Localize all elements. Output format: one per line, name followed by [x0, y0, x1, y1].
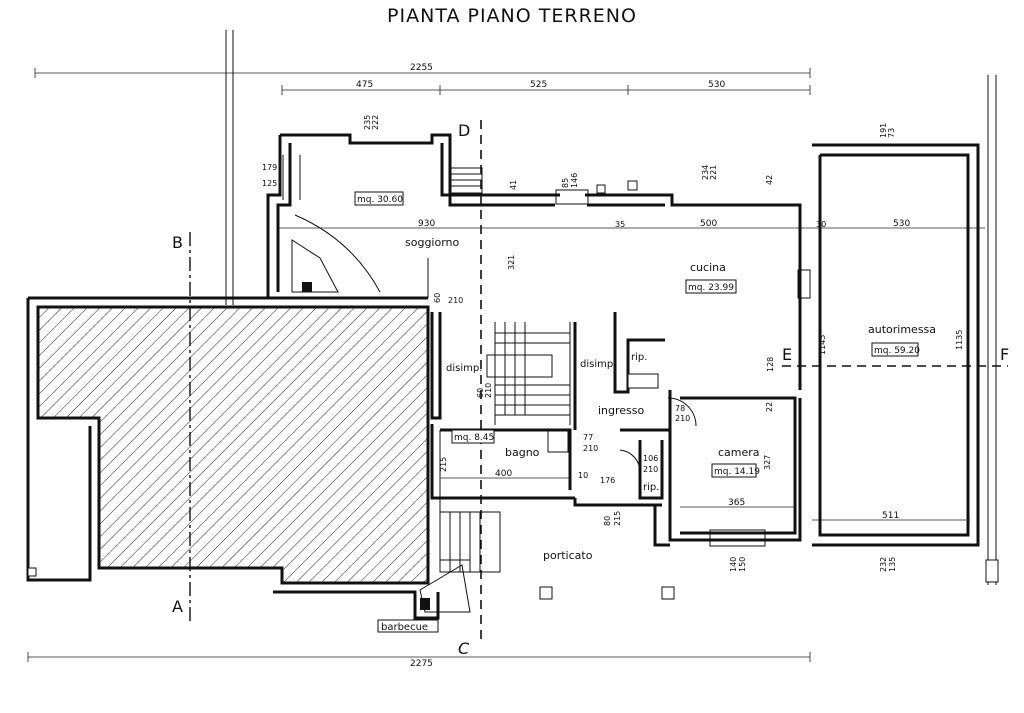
dim-530: 530	[893, 219, 910, 229]
room-camera: camera	[718, 446, 760, 459]
dim-seg-2: 525	[530, 80, 547, 90]
plan-title: PIANTA PIANO TERRENO	[387, 5, 637, 27]
ann-35: 35	[615, 220, 625, 229]
ann-235: 235	[363, 115, 372, 130]
ann-125: 125	[262, 179, 277, 188]
ann-77: 77	[583, 433, 593, 442]
ann-146: 146	[570, 173, 579, 188]
area-soggiorno: mq. 30.60	[357, 195, 403, 205]
ann-176: 176	[600, 476, 615, 485]
ann-30: 30	[816, 220, 826, 229]
room-labels: mq. 30.60 soggiorno cucina mq. 23.99 aut…	[354, 191, 936, 633]
exterior-walls	[266, 133, 980, 547]
ann-78: 78	[675, 404, 685, 413]
ann-215: 215	[439, 457, 448, 472]
ann-10: 10	[578, 471, 588, 480]
ann-41: 41	[509, 180, 518, 190]
ann-321: 321	[507, 255, 516, 270]
dim-overall-bottom: 2275	[410, 659, 433, 669]
room-soggiorno: soggiorno	[405, 236, 460, 249]
ann-42: 42	[765, 175, 774, 185]
ann-80: 80	[603, 516, 612, 526]
section-label-e: E	[782, 345, 792, 364]
area-autorimessa: mq. 59.20	[874, 346, 920, 356]
area-bagno: mq. 8.45	[454, 433, 494, 443]
ann-210d: 210	[643, 465, 658, 474]
ann-215b: 215	[613, 511, 622, 526]
ann-234: 234	[701, 165, 710, 180]
ann-1145: 1145	[818, 335, 827, 355]
ann-210c: 210	[583, 444, 598, 453]
dimension-bottom: 2275	[27, 652, 811, 669]
room-bagno: bagno	[505, 446, 540, 459]
ann-179: 179	[262, 163, 277, 172]
ann-73: 73	[887, 128, 896, 138]
label-barbecue: barbecue	[381, 622, 428, 633]
dim-930: 930	[418, 219, 435, 229]
property-boundary	[225, 30, 999, 585]
dim-seg-3: 530	[708, 80, 725, 90]
room-disimp-left: disimp.	[446, 363, 482, 374]
ann-232: 232	[879, 557, 888, 572]
section-label-a: A	[172, 597, 183, 616]
section-label-b: B	[172, 233, 183, 252]
dimension-interior: 930 500 530 511 365 400	[278, 219, 985, 521]
dim-500: 500	[700, 219, 717, 229]
dim-400: 400	[495, 469, 512, 479]
ann-327: 327	[763, 455, 772, 470]
section-label-c: C	[458, 639, 470, 658]
section-label-f: F	[1000, 345, 1009, 364]
ann-210b: 210	[675, 414, 690, 423]
ann-210e: 210	[484, 383, 493, 398]
room-ingresso: ingresso	[598, 404, 645, 417]
room-rip-top: rip.	[631, 352, 647, 363]
area-camera: mq. 14.19	[714, 467, 760, 477]
room-rip-bottom: rip.	[643, 482, 659, 493]
room-autorimessa: autorimessa	[868, 323, 936, 336]
ann-210: 210	[448, 296, 463, 305]
ann-140: 140	[729, 557, 738, 572]
ann-135: 135	[888, 557, 897, 572]
ann-150: 150	[738, 557, 747, 572]
ann-128: 128	[766, 357, 775, 372]
section-label-d: D	[458, 121, 470, 140]
dim-overall-top: 2255	[410, 63, 433, 73]
dim-seg-1: 475	[356, 80, 373, 90]
dim-511: 511	[882, 511, 899, 521]
ann-22: 22	[765, 402, 774, 412]
ann-1135: 1135	[955, 330, 964, 350]
section-lines	[189, 120, 1008, 645]
ann-221: 221	[709, 165, 718, 180]
ann-191: 191	[879, 123, 888, 138]
room-disimp-right: disimp.	[580, 359, 616, 370]
room-cucina: cucina	[690, 261, 726, 274]
area-cucina: mq. 23.99	[688, 283, 734, 293]
dimension-annotations: 235 222 179 125 85 146 41 234 221 42 191…	[262, 115, 964, 572]
hatched-terrace	[26, 296, 440, 620]
room-porticato: porticato	[543, 549, 593, 562]
ann-60b: 60	[476, 388, 485, 398]
ann-106: 106	[643, 454, 658, 463]
interior-details	[27, 155, 811, 613]
ann-85: 85	[561, 178, 570, 188]
ann-222: 222	[371, 115, 380, 130]
ann-60: 60	[433, 293, 442, 303]
dim-365: 365	[728, 498, 745, 508]
dimension-top: 2255 475 525 530	[34, 63, 811, 95]
